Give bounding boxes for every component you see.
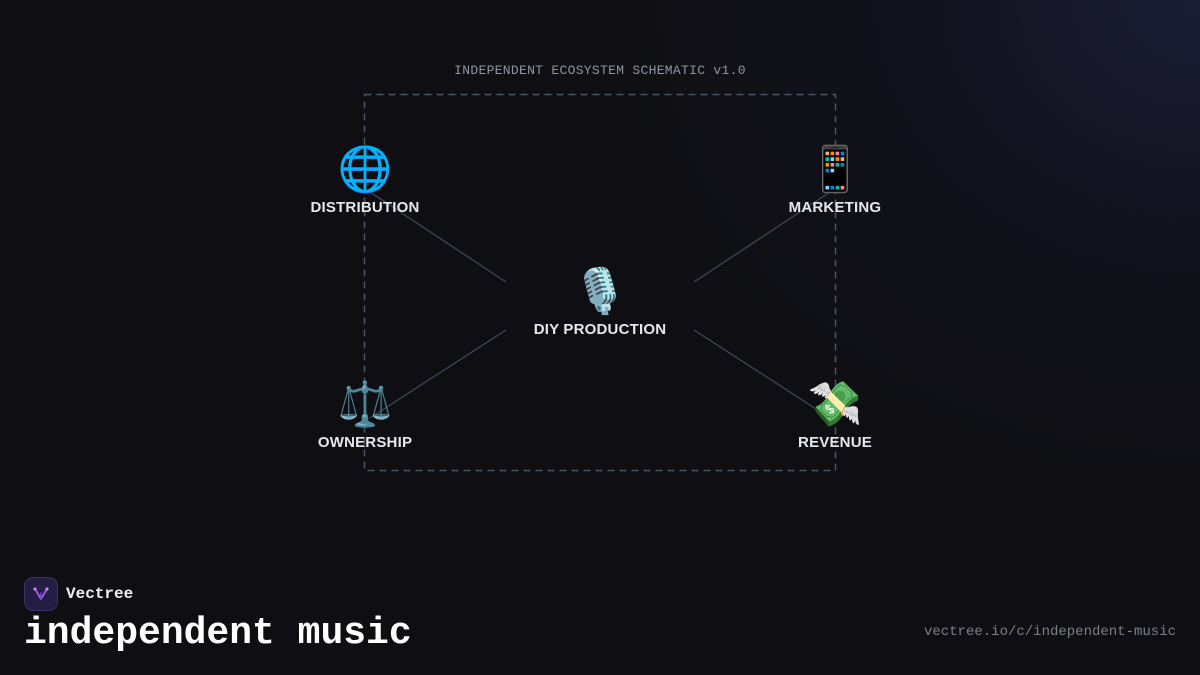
page-url[interactable]: vectree.io/c/independent-music xyxy=(923,624,1176,640)
connector-distribution xyxy=(369,191,507,283)
node-label-marketing: MARKETING xyxy=(788,199,882,216)
node-distribution: 🌐 DISTRIBUTION xyxy=(255,144,475,217)
schematic-title: INDEPENDENT ECOSYSTEM SCHEMATIC v1.0 xyxy=(454,63,746,78)
money-with-wings-icon: 💸 xyxy=(807,379,863,430)
connector-revenue xyxy=(693,329,831,419)
balance-scale-icon: ⚖️ xyxy=(337,379,393,430)
node-diy-production: 🎙️ DIY PRODUCTION xyxy=(490,266,710,339)
page-title: independent music xyxy=(24,612,412,655)
node-label-ownership: OWNERSHIP xyxy=(317,434,413,451)
globe-icon: 🌐 xyxy=(337,144,393,195)
node-label-revenue: REVENUE xyxy=(798,434,872,451)
mobile-phone-icon: 📱 xyxy=(807,144,863,195)
brand: Vectree xyxy=(24,577,133,611)
node-revenue: 💸 REVENUE xyxy=(725,379,945,452)
vectree-logo-icon xyxy=(24,577,58,611)
node-marketing: 📱 MARKETING xyxy=(725,144,945,217)
schematic-frame xyxy=(363,93,837,472)
vectree-logo-mark xyxy=(33,587,49,600)
node-label-distribution: DISTRIBUTION xyxy=(310,199,420,216)
node-label-diy-production: DIY PRODUCTION xyxy=(533,321,667,338)
microphone-icon: 🎙️ xyxy=(572,266,628,317)
connector-marketing xyxy=(693,191,831,283)
connector-ownership xyxy=(369,329,507,419)
brand-name: Vectree xyxy=(66,585,134,603)
node-ownership: ⚖️ OWNERSHIP xyxy=(255,379,475,452)
